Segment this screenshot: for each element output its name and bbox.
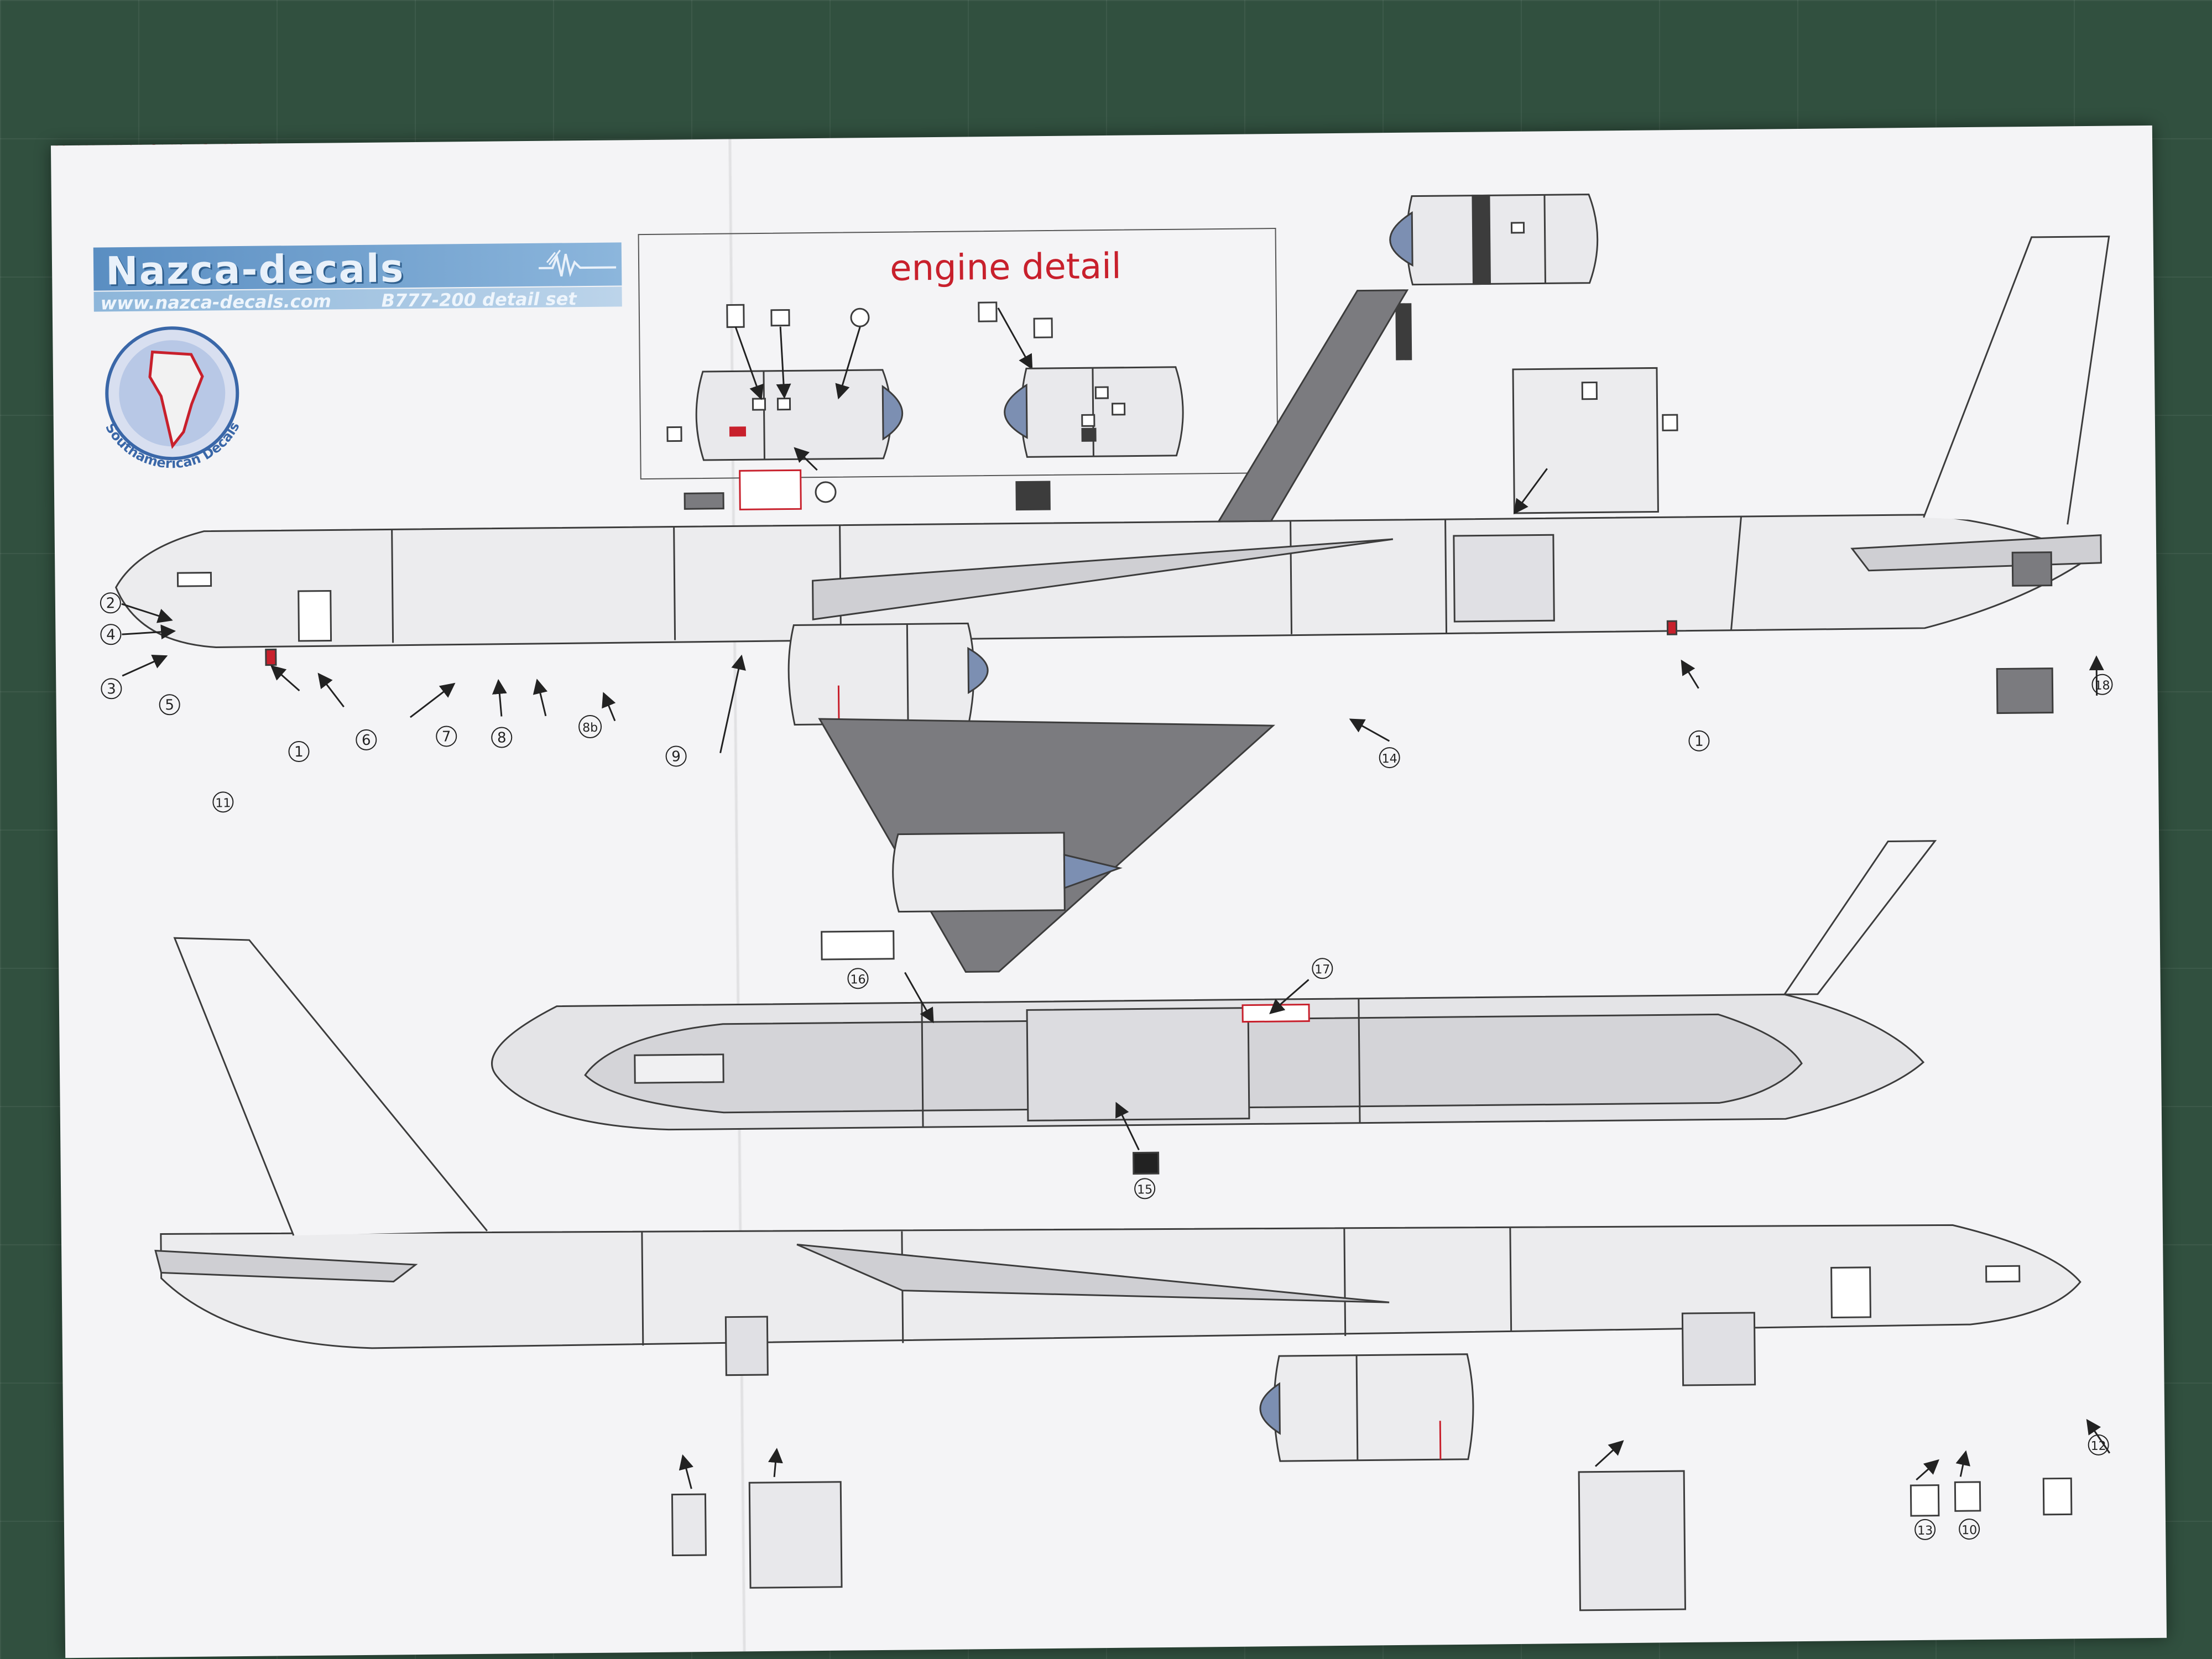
- callout-1-front: 1: [288, 741, 310, 763]
- svg-text:2: 2: [106, 595, 115, 612]
- svg-text:3: 3: [107, 681, 116, 697]
- svg-text:17: 17: [1314, 963, 1330, 977]
- callout-11: 11: [212, 791, 234, 813]
- lower-fuselage: [154, 937, 2081, 1386]
- callout-6: 6: [356, 729, 377, 750]
- svg-text:15: 15: [1137, 1183, 1152, 1197]
- callout-2: 2: [100, 592, 121, 614]
- callout-17: 17: [1312, 958, 1333, 979]
- callout-8: 8: [491, 727, 513, 748]
- svg-text:8b: 8b: [582, 721, 598, 735]
- callout-9: 9: [665, 745, 687, 767]
- upper-tailplane: [1850, 534, 2102, 714]
- callout-13: 13: [1914, 1519, 1936, 1540]
- svg-text:16: 16: [850, 973, 865, 987]
- callout-14: 14: [1379, 747, 1400, 769]
- aircraft-drawings: Calcomanias Sudamericanas Southamerican …: [51, 132, 2113, 1611]
- engine-detail-arrows: [734, 307, 1033, 471]
- svg-text:1: 1: [1694, 733, 1704, 750]
- svg-text:1: 1: [294, 744, 304, 760]
- svg-text:7: 7: [442, 728, 451, 745]
- wing-underside-engine: [892, 832, 1123, 913]
- svg-text:9: 9: [671, 748, 681, 765]
- callout-8b: 8b: [578, 714, 602, 738]
- svg-text:14: 14: [1382, 752, 1397, 766]
- nazca-bird-icon: [539, 249, 617, 277]
- callout-5: 5: [159, 694, 180, 716]
- callout-10: 10: [1959, 1519, 1980, 1540]
- callout-arrows: [121, 468, 2111, 1489]
- upper-engine: [787, 622, 1275, 973]
- upper-fuselage: [114, 236, 2110, 666]
- svg-text:6: 6: [362, 732, 371, 749]
- engine-detail-left-engine: [666, 304, 904, 510]
- callout-15: 15: [1134, 1178, 1156, 1199]
- svg-text:4: 4: [106, 627, 116, 643]
- callout-7: 7: [436, 726, 457, 747]
- callout-12: 12: [2088, 1434, 2109, 1455]
- callout-1-rear: 1: [1688, 730, 1710, 752]
- seal-logo: Calcomanias Sudamericanas Southamerican …: [51, 132, 264, 472]
- svg-text:18: 18: [2094, 679, 2110, 693]
- top-view-fuselage: [491, 840, 1937, 1175]
- callout-3: 3: [101, 678, 122, 700]
- lower-detail-panels: [671, 1470, 2073, 1611]
- svg-text:5: 5: [165, 697, 174, 713]
- svg-text:8: 8: [497, 729, 507, 746]
- callout-18: 18: [2091, 674, 2113, 695]
- brand-banner: Nazca-decals www.nazca-decals.com B777-2…: [93, 242, 622, 314]
- callout-16: 16: [847, 968, 869, 989]
- svg-text:11: 11: [215, 796, 231, 810]
- callout-4: 4: [100, 624, 122, 645]
- svg-text:12: 12: [2091, 1439, 2106, 1453]
- top-engine-detail: [1389, 194, 1599, 361]
- callout-labels: 2 4 3 5 1 6 7 8 8b 9 11 14 1 18 16 17 15…: [100, 592, 2113, 1540]
- lower-engine: [1259, 1353, 1474, 1462]
- engine-detail-right-engine: [978, 301, 1184, 511]
- cargo-door-detail: [1512, 367, 1678, 514]
- svg-text:13: 13: [1917, 1524, 1933, 1538]
- decal-instruction-sheet: Nazca-decals www.nazca-decals.com B777-2…: [50, 125, 2167, 1658]
- svg-text:10: 10: [1961, 1524, 1977, 1537]
